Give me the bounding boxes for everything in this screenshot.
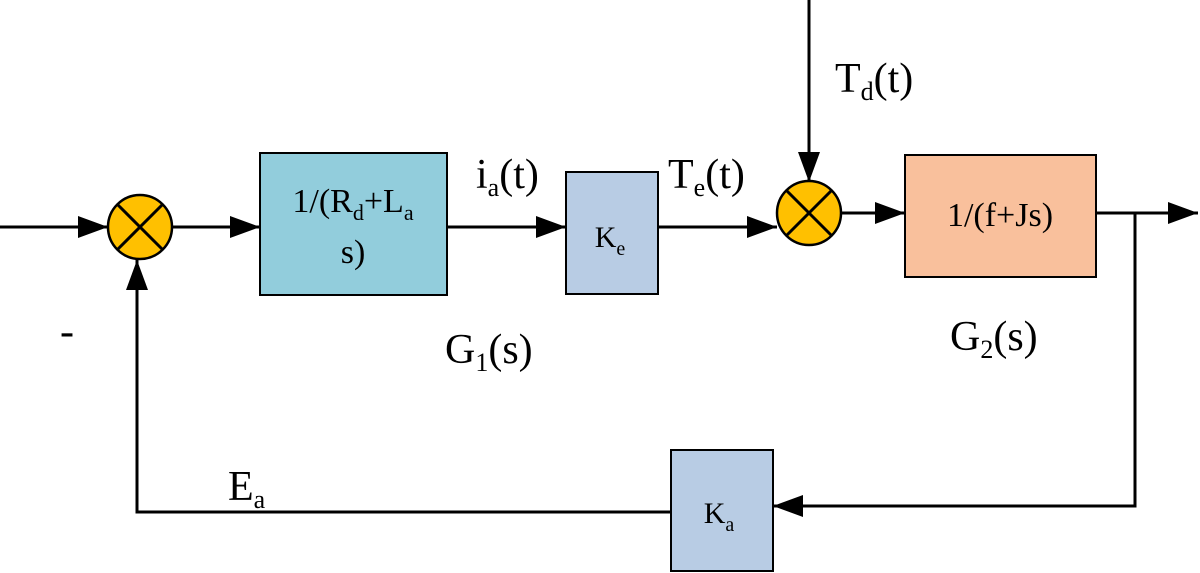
summing-junction-1 bbox=[106, 193, 174, 261]
signal-ia-label: ia(t) bbox=[476, 152, 539, 202]
g1s-label: G1(s) bbox=[445, 327, 533, 377]
block-ka-label: Ka bbox=[704, 497, 735, 536]
block-g2: 1/(f+Js) bbox=[904, 154, 1097, 278]
block-g1: 1/(Rd+La s) bbox=[259, 152, 448, 296]
g2s-label: G2(s) bbox=[950, 314, 1038, 364]
feedback-return-wire bbox=[126, 260, 671, 514]
summing-junction-2 bbox=[775, 179, 843, 247]
feedback-down-wire bbox=[773, 213, 1137, 517]
signal-ea-label: Ea bbox=[228, 464, 266, 514]
block-ka: Ka bbox=[670, 449, 774, 572]
block-g1-line2: s) bbox=[341, 234, 366, 271]
block-ke: Ke bbox=[565, 171, 659, 295]
block-g2-label: 1/(f+Js) bbox=[947, 197, 1053, 234]
block-ke-label: Ke bbox=[595, 221, 626, 260]
minus-sign: - bbox=[60, 309, 74, 355]
block-g1-line1: 1/(Rd+La bbox=[292, 183, 413, 225]
signal-te-label: Te(t) bbox=[668, 152, 745, 202]
signal-td-label: Td(t) bbox=[835, 56, 913, 106]
